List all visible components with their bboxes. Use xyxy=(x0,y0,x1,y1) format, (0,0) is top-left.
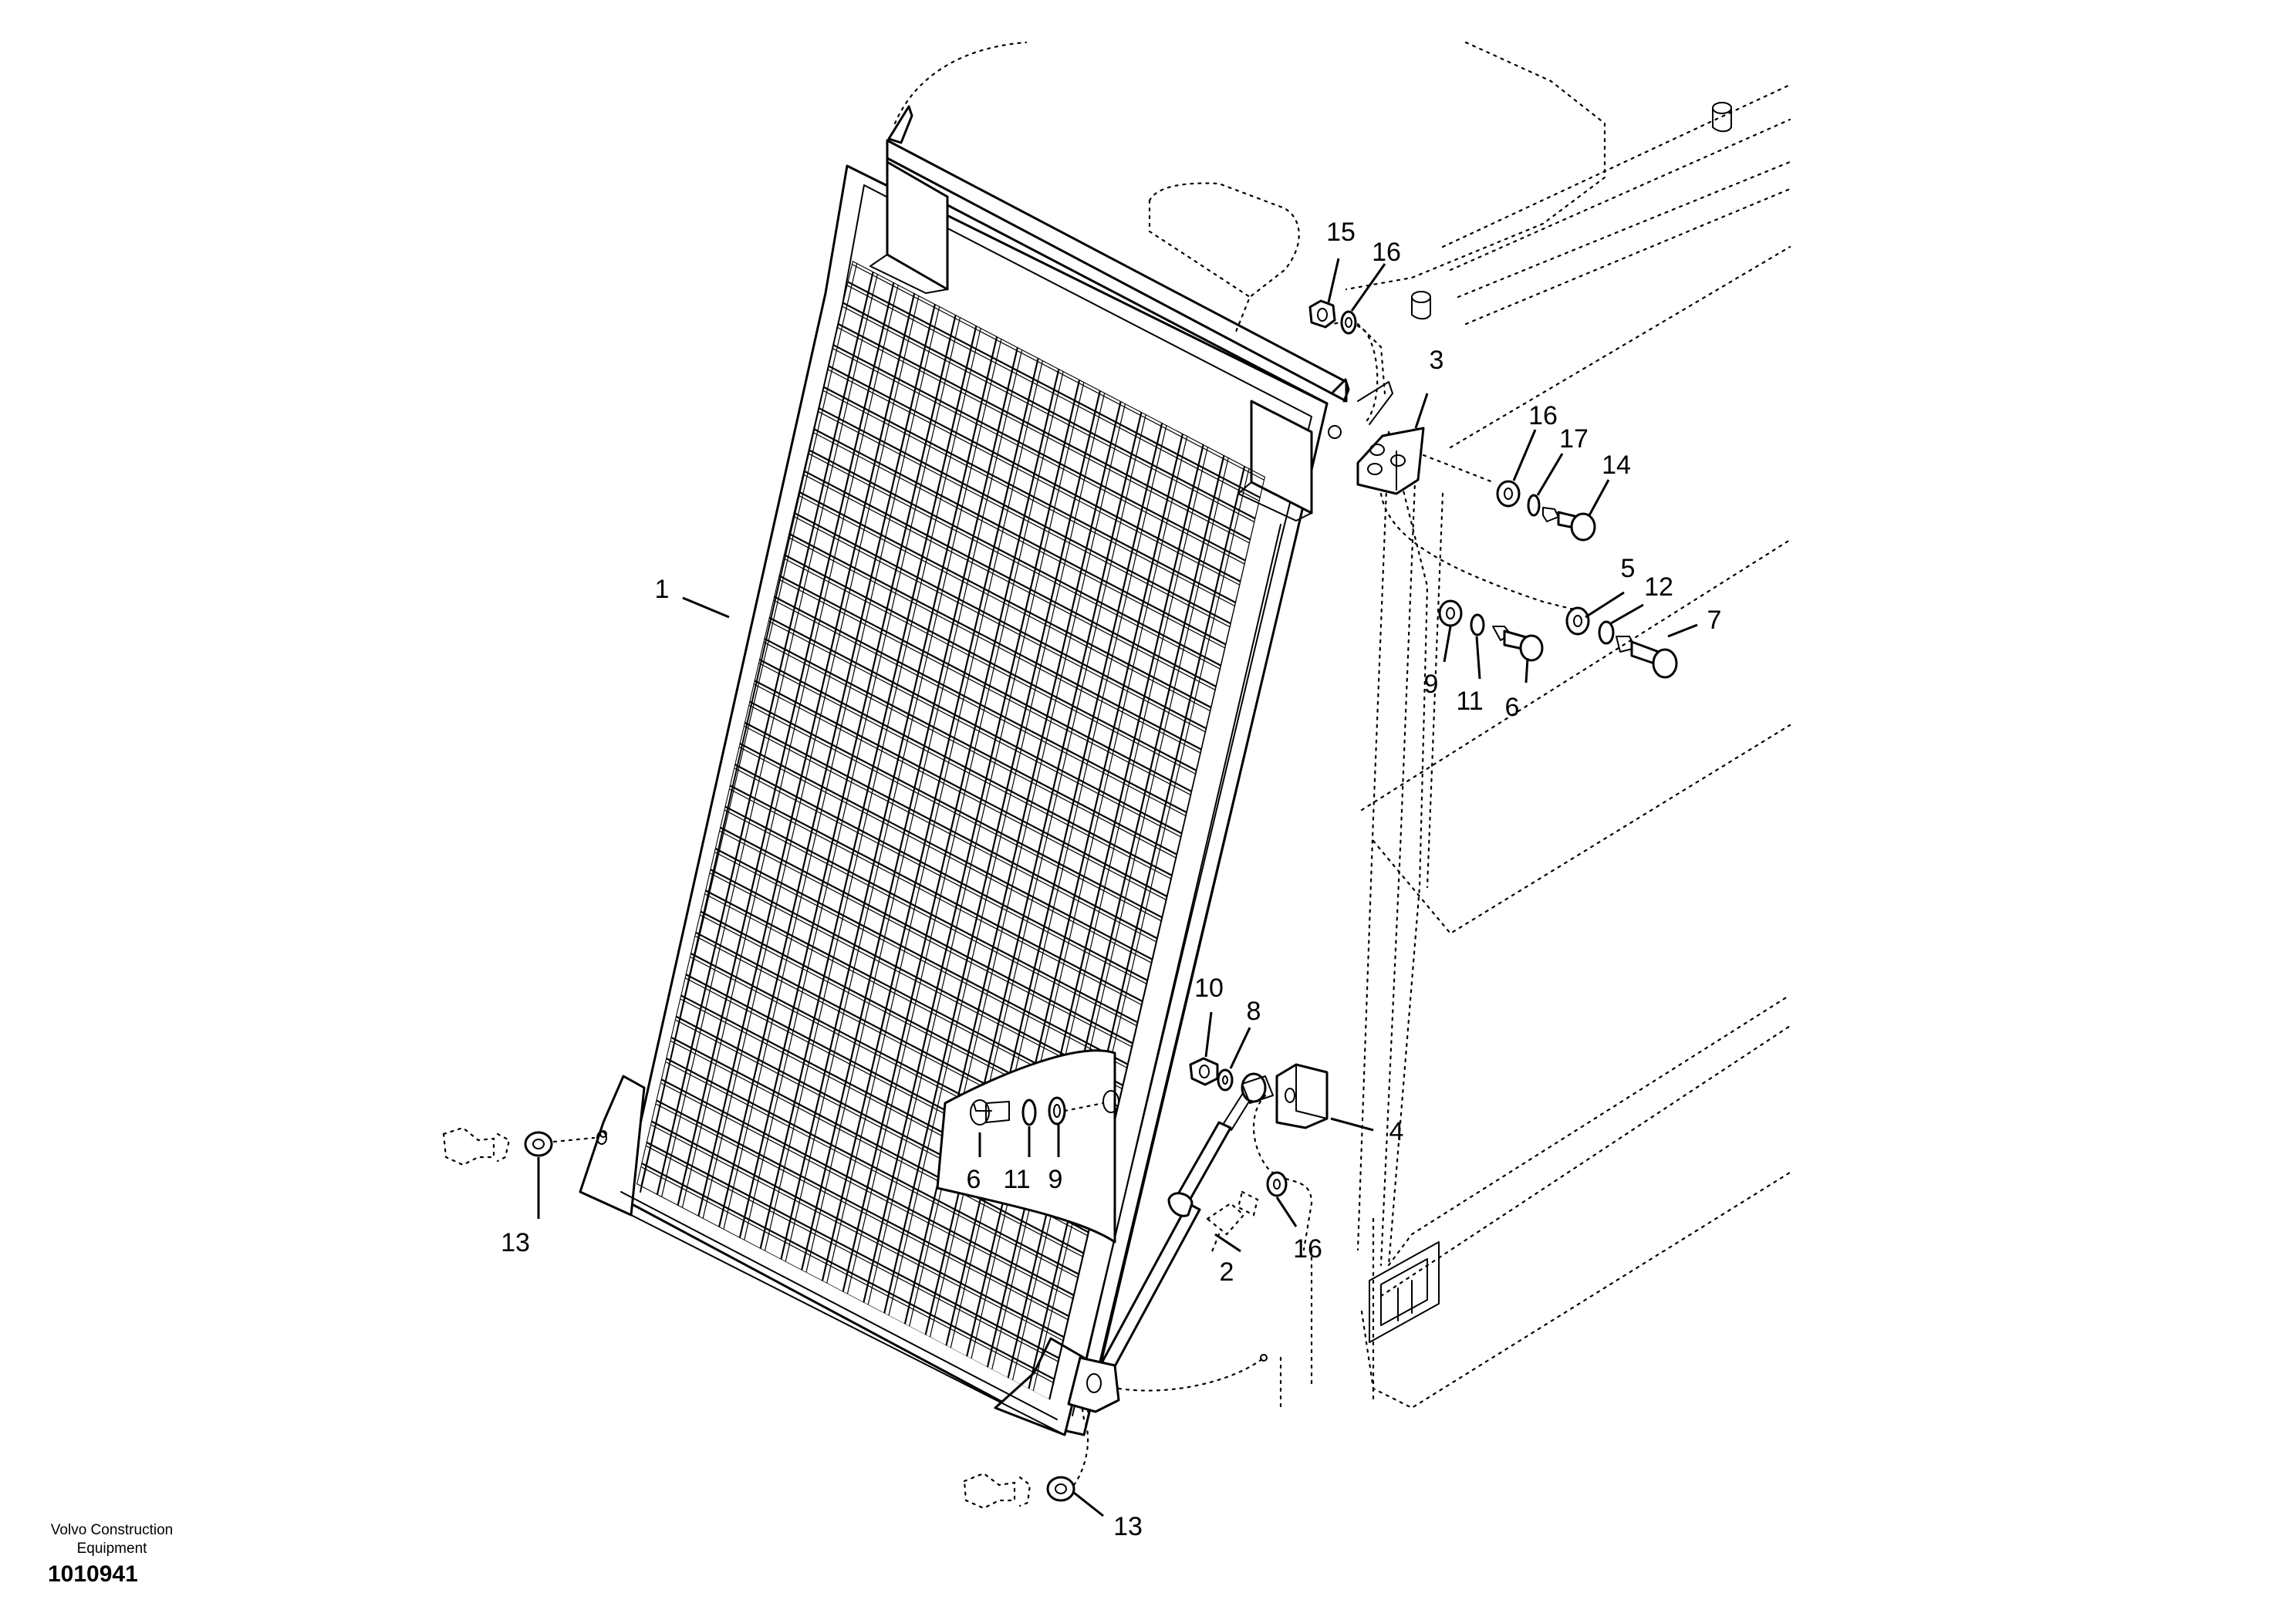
callout-5: 5 xyxy=(1621,554,1636,583)
callout-13-left: 13 xyxy=(501,1228,530,1257)
callout-3: 3 xyxy=(1430,346,1444,375)
callout-9-cutaway: 9 xyxy=(1048,1165,1063,1194)
cab-outline xyxy=(893,41,1791,1413)
lock-washer-icon xyxy=(1021,1099,1037,1126)
ghost-bolt-icon xyxy=(1206,1190,1259,1255)
bolt-icon xyxy=(1492,626,1544,662)
drawing-number: 1010941 xyxy=(48,1561,138,1587)
lower-right-hardware xyxy=(1206,1171,1288,1255)
lock-washer-icon xyxy=(1527,494,1541,517)
callout-1: 1 xyxy=(655,575,670,604)
lower-bracket xyxy=(1253,1063,1329,1251)
callout-6-right: 6 xyxy=(1505,693,1520,722)
washer-icon xyxy=(1340,310,1357,335)
upper-hardware xyxy=(1308,299,1386,395)
washer-icon xyxy=(1565,606,1590,636)
callout-10: 10 xyxy=(1194,974,1224,1003)
bottom-hardware xyxy=(963,1402,1089,1510)
bolt-icon xyxy=(970,1099,1010,1126)
washer-icon xyxy=(1438,599,1463,627)
callout-16-right: 16 xyxy=(1528,401,1558,430)
callout-16-lower: 16 xyxy=(1293,1234,1322,1264)
bolt-icon xyxy=(1542,507,1596,542)
nut-icon xyxy=(1308,299,1336,329)
callout-7: 7 xyxy=(1707,606,1722,635)
washer-icon xyxy=(1217,1068,1234,1092)
washer-icon xyxy=(1046,1476,1075,1502)
upper-bracket xyxy=(1332,321,1575,611)
callout-16-top: 16 xyxy=(1372,238,1401,267)
right-hardware xyxy=(1496,480,1596,542)
washer-icon xyxy=(1266,1171,1288,1197)
callout-6-cutaway: 6 xyxy=(967,1165,981,1194)
nut-icon xyxy=(1189,1057,1219,1086)
gas-strut xyxy=(1067,1072,1274,1413)
callout-9-right: 9 xyxy=(1424,670,1439,699)
brand-line-2: Equipment xyxy=(76,1541,147,1557)
callout-8: 8 xyxy=(1247,997,1261,1026)
bolt-icon xyxy=(1616,636,1678,679)
washer-icon xyxy=(524,1131,553,1157)
callout-2: 2 xyxy=(1220,1257,1234,1287)
middle-hardware-right xyxy=(1565,606,1678,679)
lock-washer-icon xyxy=(1470,613,1485,636)
callout-11-right: 11 xyxy=(1456,687,1483,716)
lock-washer-icon xyxy=(1598,620,1615,645)
callout-14: 14 xyxy=(1602,451,1631,480)
brand-line-1: Volvo Construction xyxy=(50,1522,174,1538)
strut-hardware xyxy=(1189,1057,1234,1092)
guard-mesh xyxy=(636,261,1265,1400)
cutaway-view xyxy=(936,1049,1119,1244)
front-guard-frame xyxy=(579,105,1350,1436)
callout-17: 17 xyxy=(1559,424,1589,454)
washer-icon xyxy=(1048,1096,1066,1126)
leader-lines xyxy=(537,258,1698,1517)
callout-15: 15 xyxy=(1326,218,1356,247)
callout-12: 12 xyxy=(1644,572,1673,602)
washer-icon xyxy=(1496,480,1521,508)
callout-13-bottom: 13 xyxy=(1113,1512,1143,1541)
brand-label: Volvo Construction Equipment xyxy=(31,1521,193,1558)
callout-labels: 1 2 3 4 5 6 6 7 8 9 9 10 11 11 12 13 13 … xyxy=(501,218,1721,1541)
left-hardware xyxy=(442,1126,607,1166)
callout-11-cutaway: 11 xyxy=(1003,1165,1030,1194)
callout-4: 4 xyxy=(1389,1117,1404,1146)
middle-hardware-left xyxy=(1438,599,1544,662)
